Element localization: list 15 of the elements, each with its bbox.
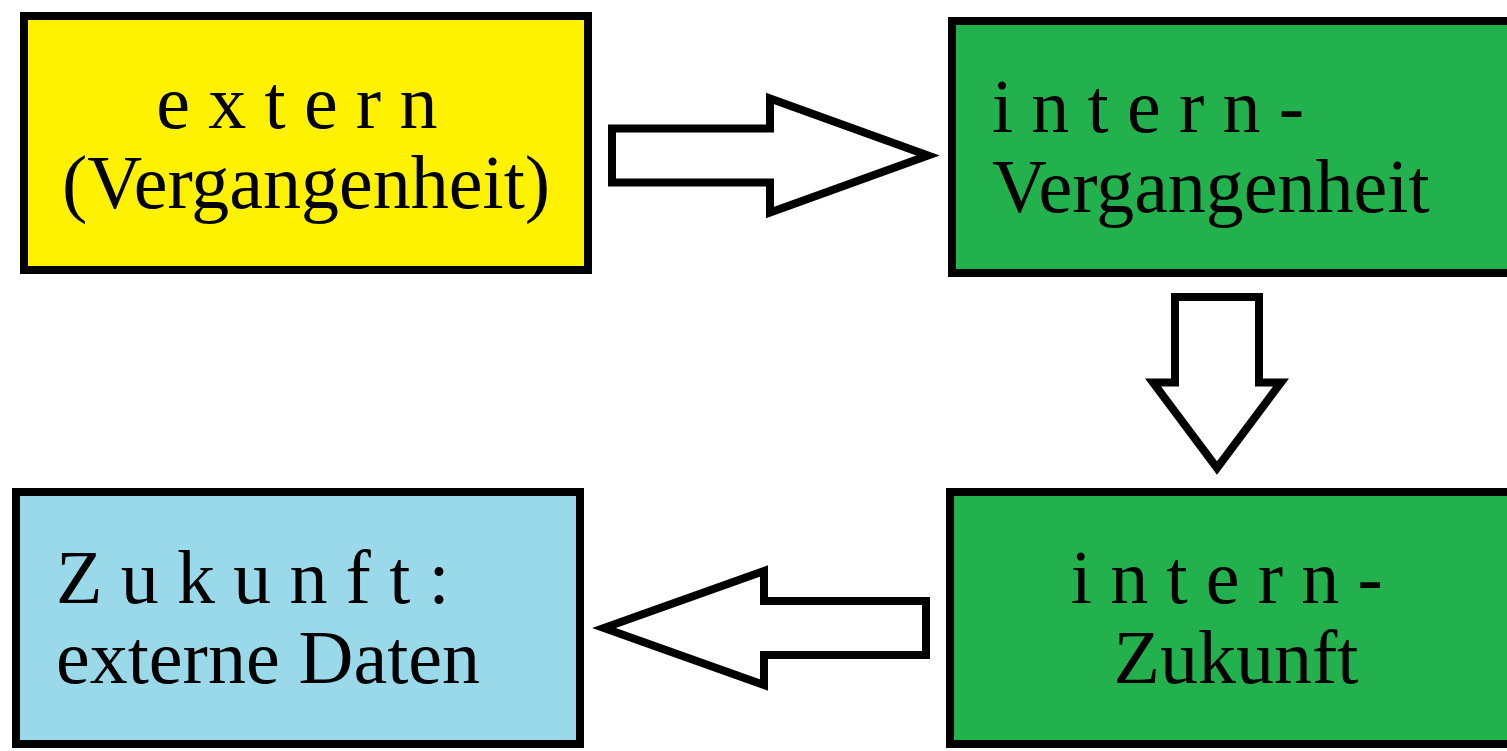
block-arrow (1145, 293, 1289, 475)
box-text: Vergangenheit (992, 147, 1430, 227)
block-arrow (592, 565, 930, 691)
box-heading: Zukunft: (56, 538, 468, 618)
box-text: externe Daten (56, 618, 481, 698)
box-text: (Vergangenheit) (61, 143, 551, 223)
box-heading: extern (156, 63, 456, 143)
box-heading: intern- (1070, 538, 1402, 618)
process-box (946, 488, 1507, 748)
process-box (948, 17, 1507, 277)
box-text: Zukunft (1113, 618, 1359, 698)
block-arrow (608, 92, 940, 219)
box-heading: intern- (992, 67, 1323, 147)
process-box (20, 12, 592, 274)
process-box (12, 488, 584, 748)
